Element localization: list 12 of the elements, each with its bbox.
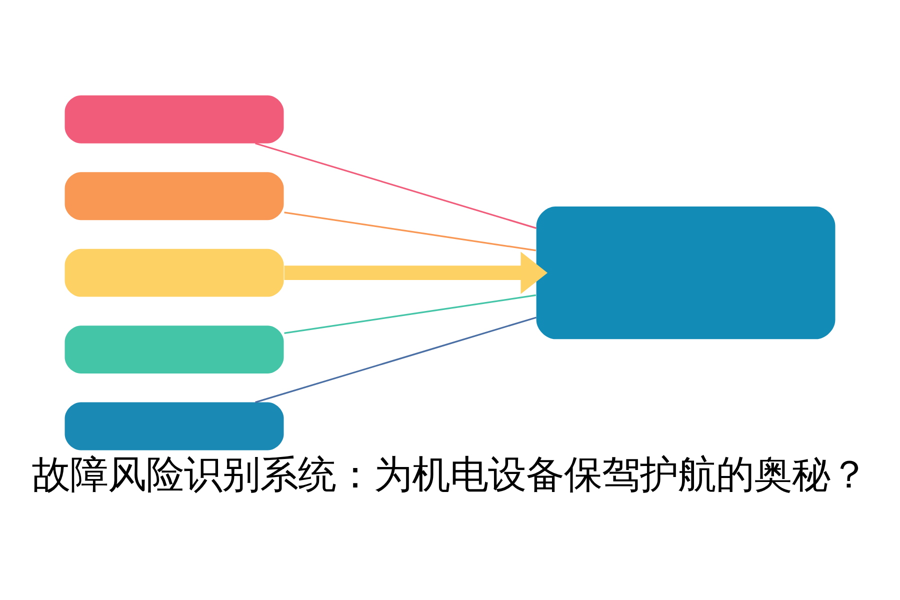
node-bar xyxy=(64,172,284,220)
connector xyxy=(255,142,537,229)
connector xyxy=(255,316,537,404)
node-bar xyxy=(64,326,284,374)
connector xyxy=(284,212,536,252)
connector xyxy=(284,294,536,334)
arrow xyxy=(284,252,548,294)
node-box xyxy=(536,206,836,340)
node-bar xyxy=(64,402,284,450)
node-bar xyxy=(64,95,284,144)
node-bar xyxy=(64,248,284,297)
diagram-title: 故障风险识别系统：为机电设备保驾护航的奥秘？ xyxy=(32,452,868,498)
